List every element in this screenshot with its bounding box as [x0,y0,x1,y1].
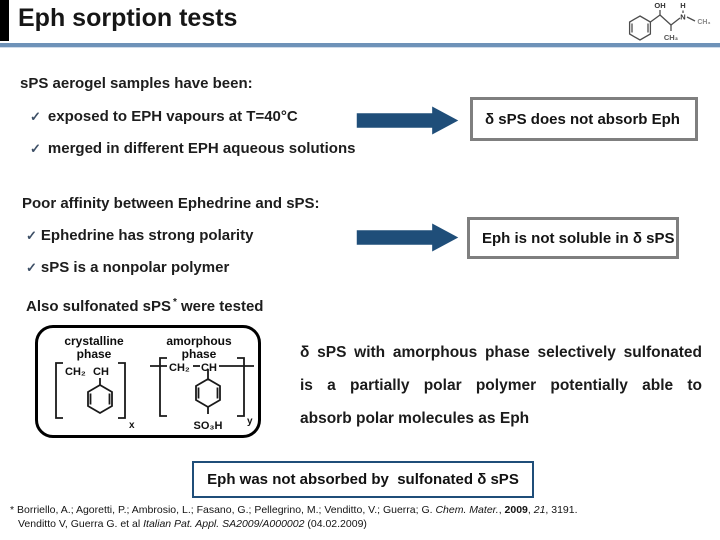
subscript-x-label: x [129,420,135,431]
footnote-authors: * Borriello, A.; Agoretti, P.; Ambrosio,… [10,504,436,516]
footnote-sep: , [498,504,505,516]
checkmark-icon: ✓ [26,260,37,275]
footnote-journal: Chem. Mater. [435,504,499,516]
footnote-volume: 21 [533,504,546,516]
so3h-label: SO₃H [194,420,223,432]
check-item-label: merged in different EPH aqueous solution… [47,140,356,157]
footnote-pages: , 3191. [545,504,578,516]
checkmark-icon: ✓ [30,141,41,156]
checkmark-icon: ✓ [26,228,37,243]
ch-label: CH [93,366,109,378]
check-item-label: exposed to EPH vapours at T=40°C [47,108,298,125]
arrow-right-icon [356,106,459,135]
title-underline [0,43,720,48]
also-sulfonated-line: Also sulfonated sPS*were tested [26,297,263,315]
result-box-not-soluble: Eph is not soluble in δ sPS [467,217,679,259]
also-suffix: were tested [180,298,264,315]
intro-text: sPS aerogel samples have been: [20,75,253,92]
conclusion-box: Eph was not absorbed by sulfonated δ sPS [192,461,534,498]
ch-label: CH [201,362,217,374]
ch2-label: CH₂ [65,366,86,378]
ch3-bottom-label: CH₃ [664,33,679,42]
oh-label: OH [654,1,665,10]
page-title: Eph sorption tests [18,4,238,32]
affinity-heading: Poor affinity between Ephedrine and sPS: [22,195,320,212]
crystalline-phase-header: crystalline phase [64,334,124,361]
paragraph-line: δ sPS with amorphous phase selectively s… [300,344,702,361]
footnote: * Borriello, A.; Agoretti, P.; Ambrosio,… [10,503,714,531]
sulfonated-paragraph: δ sPS with amorphous phase selectively s… [300,336,702,435]
amorphous-structure-icon: CH₂ CH SO₃H y [150,357,254,432]
ephedrine-molecule-icon: OH H N CH₃ CH₃ [628,1,711,42]
n-label: N [680,13,685,22]
result-box-no-absorb: δ sPS does not absorb Eph [470,97,698,141]
title-accent-bar [0,0,9,41]
paragraph-line: absorb polar molecules as Eph [300,410,530,427]
also-prefix: Also sulfonated sPS [26,298,172,315]
crystalline-structure-icon: CH₂ CH x [55,362,135,431]
footnote-line-2: Venditto V, Guerra G. et al Italian Pat.… [10,517,714,531]
check-item-label: sPS is a nonpolar polymer [40,259,230,276]
footnote-authors-2: Venditto V, Guerra G. et al [18,518,144,530]
check-item-vapours: ✓ exposed to EPH vapours at T=40°C [30,108,298,125]
ch3-right-label: CH₃ [697,19,710,26]
footnote-sep: , [527,504,534,516]
ch2-label: CH₂ [169,362,190,374]
footnote-line-1: * Borriello, A.; Agoretti, P.; Ambrosio,… [10,503,714,517]
structure-panel: crystalline phase amorphous phase CH₂ CH… [35,325,261,438]
check-item-polarity: ✓Ephedrine has strong polarity [26,227,253,244]
checkmark-icon: ✓ [30,109,41,124]
footnote-patent: Italian Pat. Appl. SA2009/A000002 [143,518,305,530]
check-item-label: Ephedrine has strong polarity [40,227,254,244]
h-label: H [680,1,685,10]
footnote-marker: * [173,297,177,308]
amorphous-phase-header: amorphous phase [166,334,232,361]
paragraph-line: is a partially polar polymer potentially… [300,377,702,394]
check-item-nonpolar: ✓sPS is a nonpolar polymer [26,259,229,276]
footnote-year: 2009 [504,504,528,516]
subscript-y-label: y [247,416,253,427]
footnote-date: (04.02.2009) [304,518,367,530]
arrow-right-icon [356,223,459,252]
check-item-solutions: ✓ merged in different EPH aqueous solutio… [30,140,355,157]
